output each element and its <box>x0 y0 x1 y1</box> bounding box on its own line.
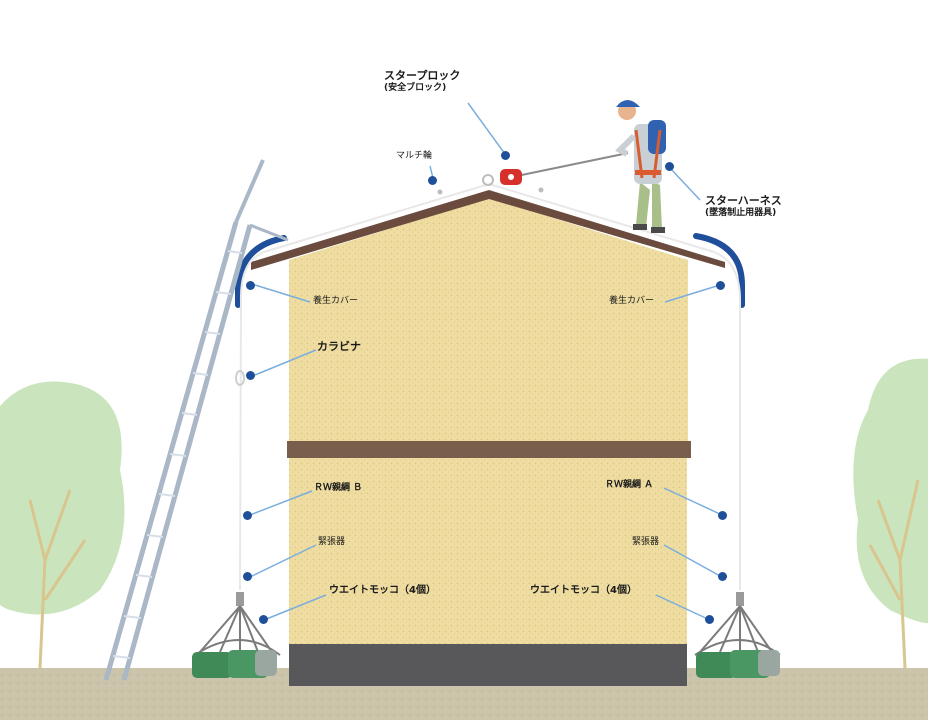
label-tensioner-right: 緊張器 <box>632 537 660 547</box>
weight-bags-right <box>694 605 781 678</box>
label-multi-ring: マルチ輪 <box>396 151 433 161</box>
label-star-block-line1: スタープロック <box>384 69 461 82</box>
label-weight-right: ウエイトモッコ（4個） <box>530 585 637 596</box>
callout-dot-rw-rope-a <box>718 511 727 520</box>
label-rw-rope-a: ＲＷ親綱 Ａ <box>605 480 654 490</box>
tensioner-left-shape <box>236 592 244 606</box>
callout-dot-rw-rope-b <box>243 511 252 520</box>
callout-lines <box>249 102 723 621</box>
roof-edge <box>250 184 726 259</box>
cover-pad-right <box>693 233 745 308</box>
multi-ring-shape <box>482 174 494 186</box>
label-star-harness-line2: (墜落制止用器具) <box>705 207 777 218</box>
callout-dot-weight-left <box>259 615 268 624</box>
tensioner-right-shape <box>736 592 744 606</box>
label-tensioner-left: 緊張器 <box>318 537 346 547</box>
lanyard <box>511 152 629 178</box>
label-star-harness-line1: スターハーネス <box>705 194 782 207</box>
house-wall-lower <box>289 458 687 644</box>
lifeline-right <box>488 183 741 590</box>
label-weight-left: ウエイトモッコ（4個） <box>329 585 436 596</box>
house-wall-upper <box>289 198 688 443</box>
label-carabiner: カラビナ <box>317 340 361 353</box>
ladder <box>103 159 289 681</box>
label-star-harness: スターハーネス (墜落制止用器具) <box>705 194 782 218</box>
label-star-block-line2: (安全ブロック) <box>384 82 447 93</box>
label-cover-left: 養生カバー <box>313 296 359 306</box>
callout-dot-carabiner <box>246 371 255 380</box>
callout-dot-multi-ring <box>428 176 437 185</box>
right-tree <box>853 358 928 669</box>
callout-dot-star-block <box>501 151 510 160</box>
weight-bags-left <box>192 605 281 678</box>
callout-dot-tensioner-left <box>243 572 252 581</box>
callout-dot-harness <box>665 162 674 171</box>
label-cover-right: 養生カバー <box>609 296 655 306</box>
callout-dot-weight-right <box>705 615 714 624</box>
cover-pad-left <box>235 235 287 308</box>
label-rw-rope-b: ＲＷ親綱 Ｂ <box>314 483 363 493</box>
label-star-block: スタープロック (安全ブロック) <box>384 69 461 93</box>
lifeline-left <box>239 183 490 591</box>
worker <box>615 100 666 233</box>
floor-band <box>287 441 691 458</box>
left-tree <box>0 381 125 669</box>
callout-dot-cover-right <box>716 281 725 290</box>
carabiner-shape <box>235 370 245 386</box>
foundation <box>289 643 687 686</box>
callout-dot-tensioner-right <box>718 572 727 581</box>
callout-dot-cover-left <box>246 281 255 290</box>
